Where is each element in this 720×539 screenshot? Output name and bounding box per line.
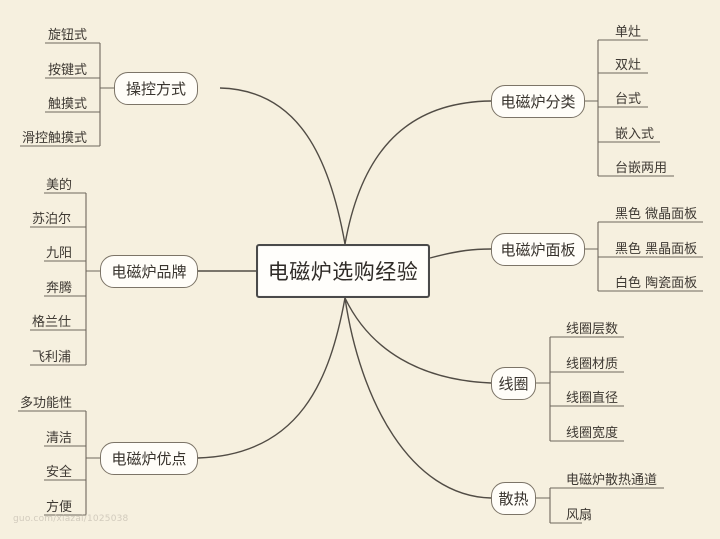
leaf-advantage-convenient[interactable]: 方便 bbox=[46, 500, 73, 515]
leaf-coil-diameter[interactable]: 线圈直径 bbox=[566, 391, 619, 406]
bracket-control bbox=[99, 43, 114, 146]
leaf-heat-fan[interactable]: 风扇 bbox=[566, 508, 593, 523]
leaf-panel-black-crystal[interactable]: 黑色 黑晶面板 bbox=[615, 242, 698, 257]
link-center-advantage bbox=[197, 297, 346, 459]
link-center-control bbox=[219, 87, 346, 245]
link-center-panel bbox=[429, 248, 492, 259]
leaf-brand-joyoung[interactable]: 九阳 bbox=[46, 246, 73, 261]
link-center-coil bbox=[344, 297, 492, 384]
leaf-advantage-clean[interactable]: 清洁 bbox=[46, 431, 73, 446]
leaf-advantage-multifunction[interactable]: 多功能性 bbox=[20, 396, 73, 411]
leaf-coil-material[interactable]: 线圈材质 bbox=[566, 357, 619, 372]
leaf-heat-channel[interactable]: 电磁炉散热通道 bbox=[566, 473, 658, 488]
leaf-category-single[interactable]: 单灶 bbox=[615, 25, 642, 40]
leaf-advantage-safe[interactable]: 安全 bbox=[46, 465, 73, 480]
link-center-heat bbox=[344, 297, 492, 499]
branch-category[interactable]: 电磁炉分类 bbox=[491, 85, 585, 118]
bracket-category bbox=[584, 40, 599, 176]
leaf-coil-layers[interactable]: 线圈层数 bbox=[566, 322, 619, 337]
leaf-coil-width[interactable]: 线圈宽度 bbox=[566, 426, 619, 441]
bracket-advantage bbox=[85, 411, 100, 515]
leaf-category-built-in[interactable]: 嵌入式 bbox=[615, 127, 655, 142]
leaf-brand-supor[interactable]: 苏泊尔 bbox=[32, 212, 72, 227]
bracket-brand bbox=[85, 193, 100, 365]
bracket-heat bbox=[536, 488, 551, 523]
leaf-control-slide-touch[interactable]: 滑控触摸式 bbox=[22, 131, 88, 146]
leaf-panel-black-microcrystal[interactable]: 黑色 微晶面板 bbox=[615, 207, 698, 222]
watermark: guo.com/xiazai/1025038 bbox=[13, 514, 129, 524]
branch-heat-dissipation[interactable]: 散热 bbox=[491, 482, 536, 515]
leaf-control-touch[interactable]: 触摸式 bbox=[48, 97, 88, 112]
leaf-category-dual-use[interactable]: 台嵌两用 bbox=[615, 161, 668, 176]
branch-brand[interactable]: 电磁炉品牌 bbox=[100, 255, 198, 288]
leaf-control-knob[interactable]: 旋钮式 bbox=[48, 28, 88, 43]
leaf-category-countertop[interactable]: 台式 bbox=[615, 92, 642, 107]
branch-panel[interactable]: 电磁炉面板 bbox=[491, 233, 585, 266]
leaf-panel-white-ceramic[interactable]: 白色 陶瓷面板 bbox=[615, 276, 698, 291]
leaf-brand-philips[interactable]: 飞利浦 bbox=[32, 350, 72, 365]
central-topic[interactable]: 电磁炉选购经验 bbox=[256, 244, 430, 298]
leaf-control-button[interactable]: 按键式 bbox=[48, 63, 88, 78]
bracket-panel bbox=[584, 222, 599, 291]
link-center-category bbox=[344, 100, 492, 245]
leaf-category-double[interactable]: 双灶 bbox=[615, 58, 642, 73]
leaf-brand-midea[interactable]: 美的 bbox=[46, 178, 73, 193]
branch-control-method[interactable]: 操控方式 bbox=[114, 72, 198, 105]
branch-advantages[interactable]: 电磁炉优点 bbox=[100, 442, 198, 475]
branch-coil[interactable]: 线圈 bbox=[491, 367, 536, 400]
leaf-brand-povos[interactable]: 奔腾 bbox=[46, 281, 73, 296]
bracket-coil bbox=[536, 337, 551, 441]
leaf-brand-galanz[interactable]: 格兰仕 bbox=[32, 315, 72, 330]
